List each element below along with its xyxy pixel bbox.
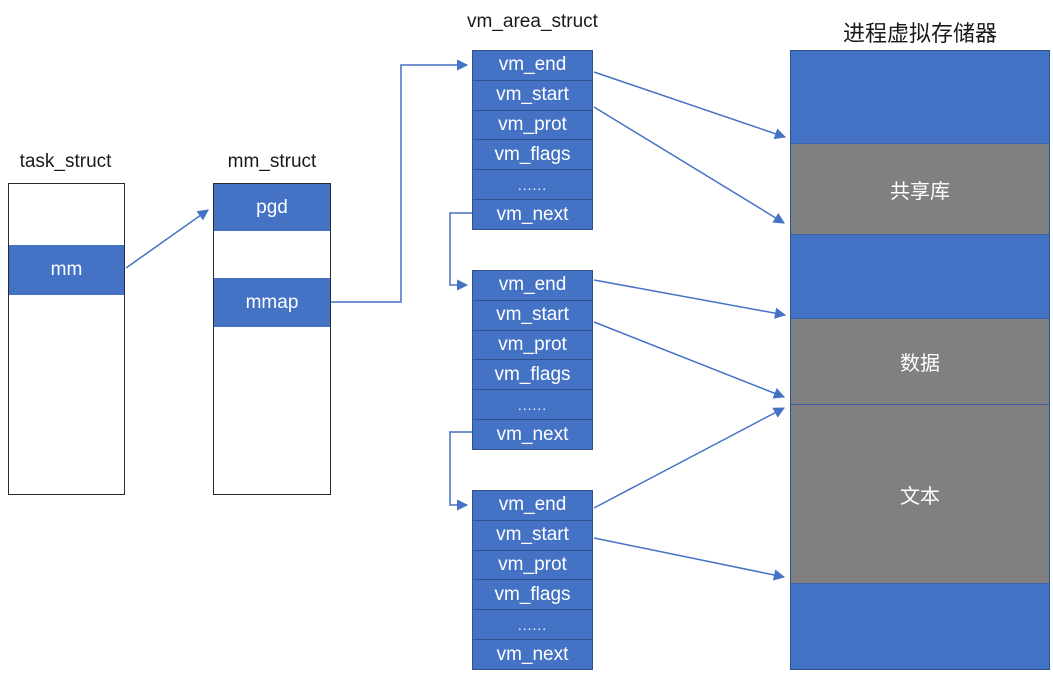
vma1-vm-flags-cell: vm_flags bbox=[473, 140, 592, 171]
vma3-vm-prot-cell: vm_prot bbox=[473, 551, 592, 581]
vma1-vm-start-cell: vm_start bbox=[473, 81, 592, 111]
memory-segment-text: 文本 bbox=[791, 404, 1049, 583]
memory-segment-top-blue bbox=[791, 51, 1049, 143]
vma2-vm-prot-cell: vm_prot bbox=[473, 331, 592, 361]
vma3-vm-flags-cell: vm_flags bbox=[473, 580, 592, 611]
vma1-vm-next-cell: vm_next bbox=[496, 203, 569, 225]
vma1-ellipsis-cell: ...... bbox=[473, 170, 592, 201]
memory-segment-bottom-blue bbox=[791, 583, 1049, 669]
arrow-vma3-vmend-to-text-top bbox=[593, 407, 785, 509]
process-virtual-memory-column: 共享库 数据 文本 bbox=[790, 50, 1050, 670]
vma2-vm-start-cell: vm_start bbox=[473, 301, 592, 331]
process-virtual-memory-title: 进程虚拟存储器 bbox=[842, 21, 997, 46]
mmap-field-cell: mmap bbox=[214, 278, 330, 327]
vma1-vm-end-cell: vm_end bbox=[473, 51, 592, 81]
mm-field-cell: mm bbox=[9, 245, 124, 295]
arrow-vma1-vmnext-to-vma2 bbox=[449, 212, 472, 291]
arrow-vma1-vmend-to-sharedlib-top bbox=[593, 71, 787, 140]
task-struct-box: mm bbox=[8, 183, 125, 495]
arrow-vma2-vmnext-to-vma3 bbox=[449, 431, 472, 511]
memory-segment-shared-library: 共享库 bbox=[791, 143, 1049, 234]
vm-area-struct-box-1: vm_end vm_start vm_prot vm_flags ...... … bbox=[472, 50, 593, 230]
vma2-vm-end-cell: vm_end bbox=[473, 271, 592, 301]
vma1-vm-prot-cell: vm_prot bbox=[473, 111, 592, 141]
vma3-vm-end-cell: vm_end bbox=[473, 491, 592, 521]
vma2-vm-next-cell: vm_next bbox=[496, 423, 569, 445]
vma3-ellipsis-cell: ...... bbox=[473, 610, 592, 641]
arrow-mmap-to-vma1 bbox=[331, 59, 469, 303]
arrow-vma1-vmstart-to-sharedlib-bottom bbox=[593, 106, 785, 224]
arrow-vma2-vmend-to-data-top bbox=[593, 279, 787, 319]
vma2-ellipsis-cell: ...... bbox=[473, 390, 592, 421]
arrow-vma3-vmstart-to-text-bottom bbox=[593, 537, 786, 581]
task-struct-title: task_struct bbox=[19, 151, 112, 172]
memory-segment-data: 数据 bbox=[791, 318, 1049, 404]
arrow-mm-to-mm-struct bbox=[125, 209, 209, 269]
vma2-vm-flags-cell: vm_flags bbox=[473, 360, 592, 391]
vm-area-struct-box-2: vm_end vm_start vm_prot vm_flags ...... … bbox=[472, 270, 593, 450]
memory-segment-middle-blue bbox=[791, 234, 1049, 318]
vm-area-struct-title: vm_area_struct bbox=[467, 11, 598, 32]
mm-struct-box: pgd mmap bbox=[213, 183, 331, 495]
mm-struct-title: mm_struct bbox=[227, 151, 317, 172]
vma3-vm-next-cell: vm_next bbox=[496, 643, 569, 665]
vma3-vm-start-cell: vm_start bbox=[473, 521, 592, 551]
arrow-vma2-vmstart-to-data-bottom bbox=[593, 321, 786, 399]
pgd-field-cell: pgd bbox=[214, 184, 330, 231]
vm-area-struct-box-3: vm_end vm_start vm_prot vm_flags ...... … bbox=[472, 490, 593, 670]
